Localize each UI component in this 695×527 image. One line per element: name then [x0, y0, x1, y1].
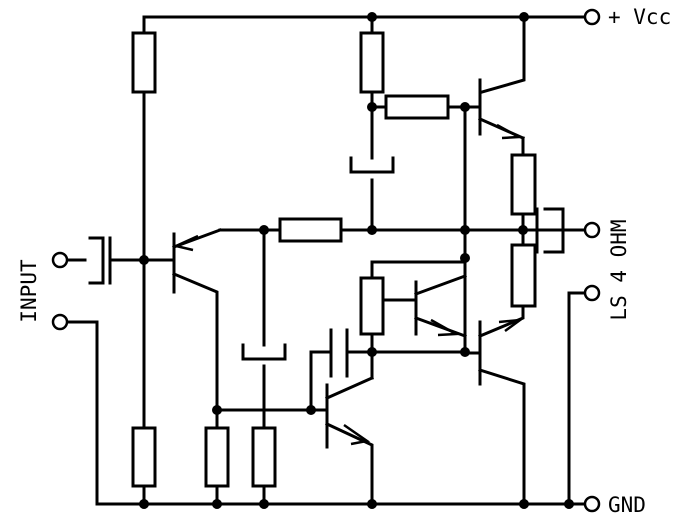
resistor-r8	[510, 243, 537, 308]
resistor-r7	[510, 153, 537, 216]
resistor-r3	[359, 31, 385, 94]
resistor-r10	[251, 426, 277, 488]
input-terminal-signal	[51, 251, 69, 269]
junctions	[139, 12, 574, 509]
resistor-r5	[278, 217, 343, 243]
resistor-r1	[131, 31, 157, 94]
speaker-label: LS 4 OHM	[607, 219, 631, 320]
q4-output-transistor	[463, 304, 526, 506]
resistor-r4	[384, 94, 450, 120]
gnd-terminal	[583, 495, 601, 513]
resistor-r6	[359, 276, 385, 336]
vcc-label: + Vcc	[608, 5, 671, 29]
gnd-label: GND	[608, 493, 646, 517]
speaker-terminal-bottom	[583, 284, 601, 302]
vcc-terminal	[583, 8, 601, 26]
speaker-terminal-top	[583, 221, 601, 239]
feedback-line	[215, 228, 571, 506]
input-terminal-ground	[51, 313, 69, 331]
q3-output-transistor	[478, 78, 525, 140]
input-label: INPUT	[17, 259, 41, 323]
ground-rail	[66, 291, 586, 506]
vbe-multiplier	[370, 105, 467, 380]
input-network	[65, 90, 176, 506]
resistor-r9	[204, 426, 230, 488]
miller-capacitor	[309, 328, 467, 412]
resistor-r2	[131, 426, 157, 488]
q2-transistor	[309, 376, 374, 506]
